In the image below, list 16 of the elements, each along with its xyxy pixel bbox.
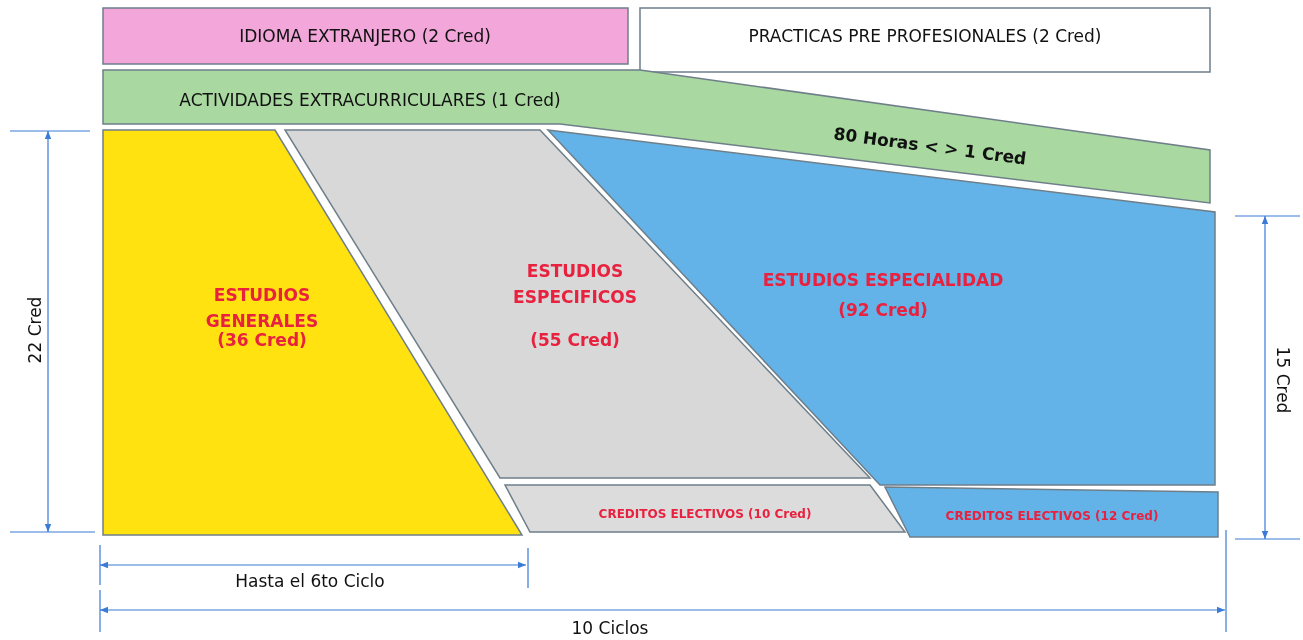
dimension-label: 22 Cred bbox=[25, 296, 45, 364]
credit-note: (92 Cred) bbox=[838, 299, 928, 322]
credit-note: (36 Cred) bbox=[217, 329, 307, 352]
area-title: IDIOMA EXTRANJERO (2 Cred) bbox=[239, 26, 491, 46]
credit-note: (55 Cred) bbox=[530, 329, 620, 352]
area-title: PRACTICAS PRE PROFESIONALES (2 Cred) bbox=[748, 26, 1102, 46]
dimension-label: Hasta el 6to Ciclo bbox=[235, 571, 385, 591]
dimension-label: 15 Cred bbox=[1273, 346, 1293, 414]
area-title: CREDITOS ELECTIVOS (12 Cred) bbox=[945, 509, 1159, 523]
area-title: ACTIVIDADES EXTRACURRICULARES (1 Cred) bbox=[179, 90, 561, 110]
area-title: ESTUDIOS ESPECIALIDAD bbox=[762, 269, 1004, 292]
credit-note: 80 Horas < > 1 Cred bbox=[832, 123, 1028, 169]
area-title: CREDITOS ELECTIVOS (10 Cred) bbox=[598, 507, 812, 521]
area-title: ESTUDIOS GENERALES bbox=[204, 284, 320, 332]
area-title: ESTUDIOS ESPECIFICOS bbox=[512, 260, 638, 309]
dimension-label: 10 Ciclos bbox=[571, 618, 649, 638]
